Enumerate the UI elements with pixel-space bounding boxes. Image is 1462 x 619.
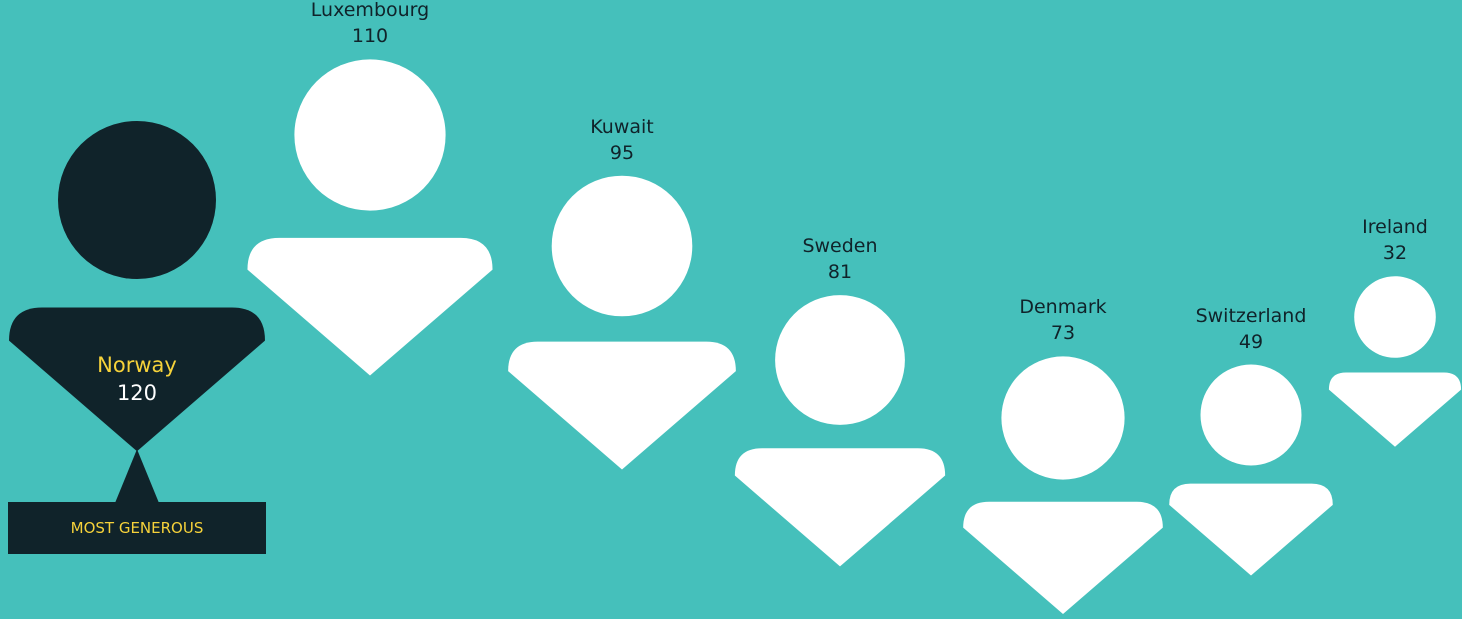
label-sweden: Sweden 81 — [802, 233, 877, 285]
category-label-norway: Norway — [97, 353, 177, 378]
value-label-switzerland: 49 — [1238, 330, 1264, 353]
category-label-ireland: Ireland — [1362, 216, 1428, 239]
figure-head-luxembourg — [294, 59, 446, 211]
figure-head-norway — [58, 121, 216, 279]
category-label-kuwait: Kuwait — [590, 115, 654, 138]
value-label-denmark: 73 — [1050, 322, 1076, 345]
figure-head-ireland — [1354, 276, 1436, 358]
figure-body-norway — [9, 307, 265, 452]
label-kuwait: Kuwait 95 — [590, 114, 653, 166]
callout-text: MOST GENEROUS — [70, 519, 204, 537]
value-label-sweden: 81 — [827, 261, 853, 284]
label-ireland: Ireland 32 — [1362, 214, 1428, 266]
most-generous-callout: MOST GENEROUS — [8, 502, 266, 554]
category-label-denmark: Denmark — [1019, 296, 1107, 319]
value-label-ireland: 32 — [1382, 242, 1408, 265]
figure-head-sweden — [775, 295, 905, 425]
figure-body-ireland — [1328, 372, 1462, 447]
category-label-sweden: Sweden — [802, 235, 878, 258]
label-luxembourg: Luxembourg 110 — [311, 0, 429, 49]
figure-body-denmark — [963, 501, 1163, 614]
value-label-luxembourg: 110 — [351, 25, 389, 48]
figure-body-luxembourg — [247, 237, 493, 376]
figure-body-switzerland — [1169, 483, 1333, 576]
figure-head-kuwait — [551, 175, 693, 317]
figure-head-switzerland — [1200, 364, 1302, 466]
category-label-luxembourg: Luxembourg — [310, 0, 430, 22]
callout-pointer — [115, 449, 159, 503]
category-label-switzerland: Switzerland — [1195, 304, 1307, 327]
label-switzerland: Switzerland 49 — [1196, 303, 1307, 355]
figure-body-sweden — [734, 448, 946, 567]
figure-body-kuwait — [508, 341, 736, 470]
value-label-norway: 120 — [116, 381, 158, 406]
figure-head-denmark — [1001, 356, 1125, 480]
label-denmark: Denmark 73 — [1019, 294, 1106, 346]
label-norway: Norway 120 — [97, 351, 177, 407]
value-label-kuwait: 95 — [609, 141, 635, 164]
